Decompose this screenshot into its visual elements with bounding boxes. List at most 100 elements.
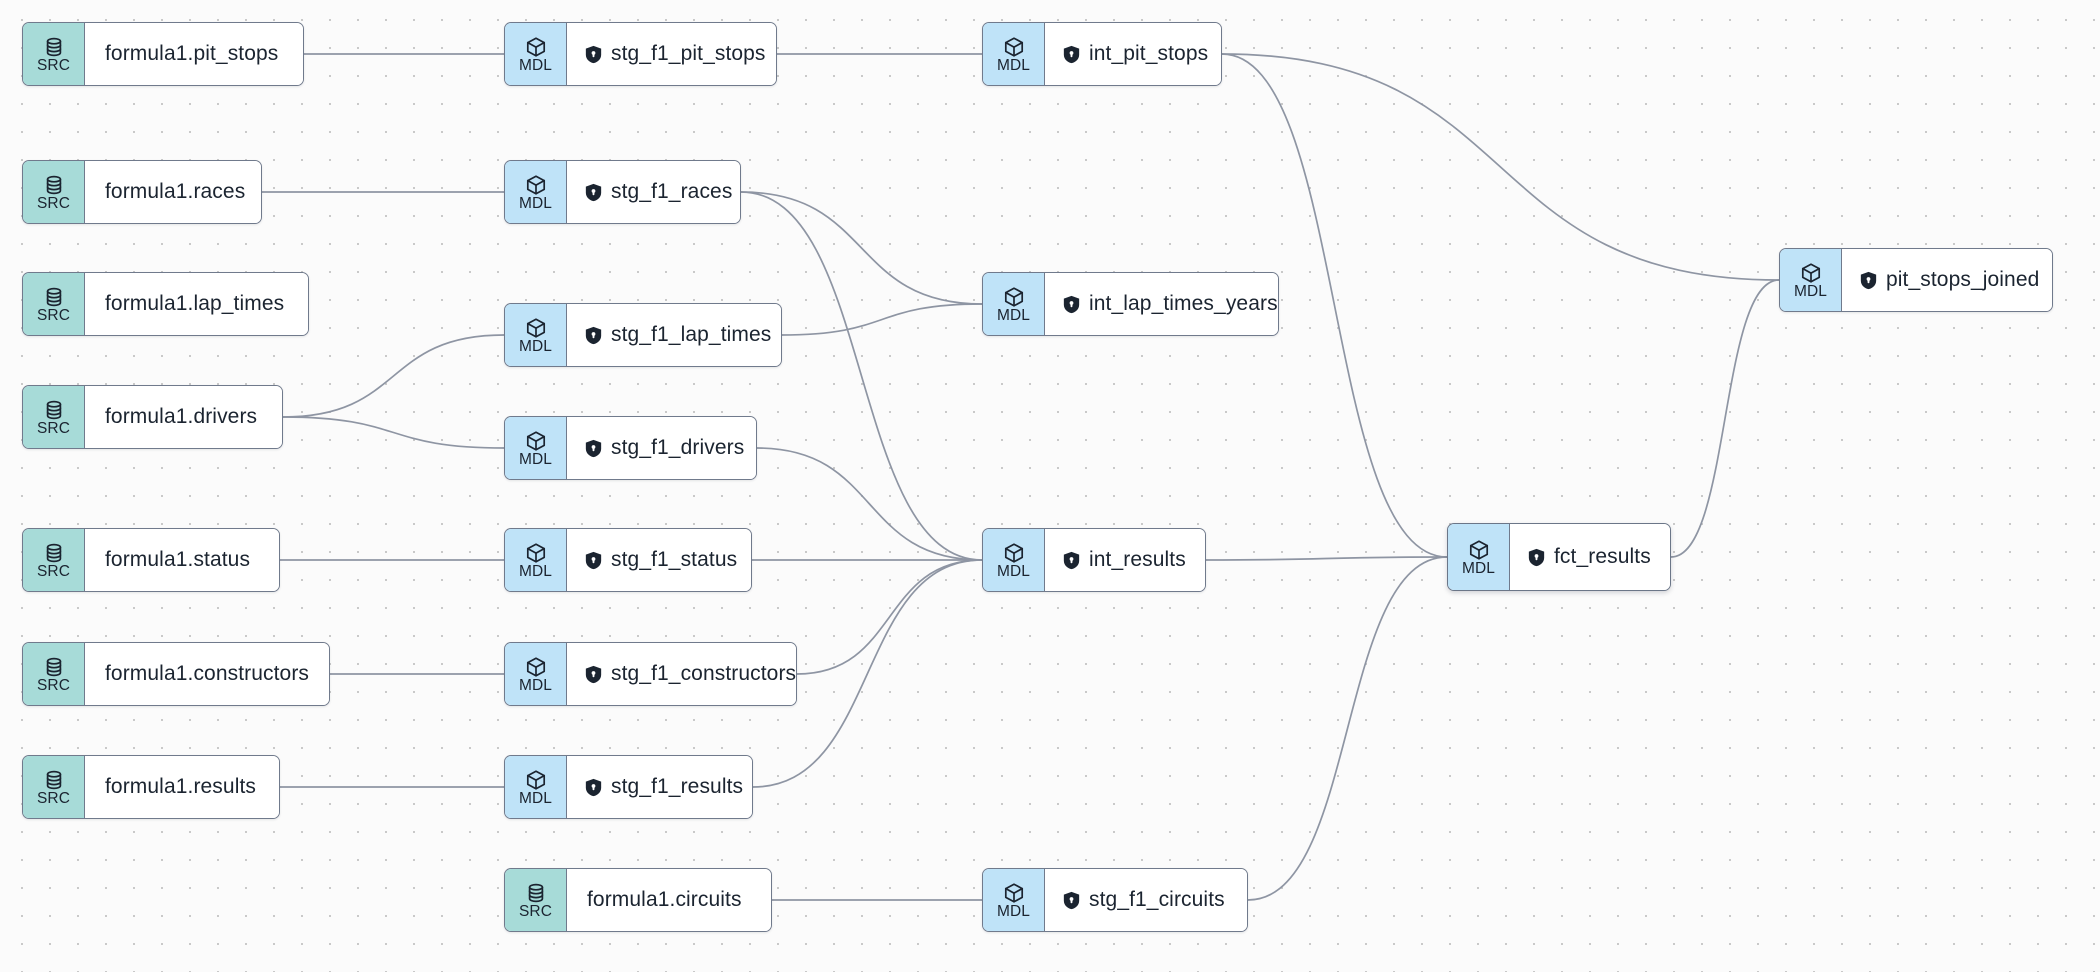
src-badge: SRC [23, 643, 85, 705]
badge-kind-label: MDL [518, 194, 553, 212]
node-label: stg_f1_constructors [611, 662, 797, 685]
mdl-badge: MDL [1448, 524, 1510, 590]
node-label: pit_stops_joined [1886, 268, 2040, 291]
database-cylinder-icon [42, 35, 66, 58]
shield-lock-icon [1528, 548, 1545, 567]
shield-lock-icon [585, 45, 602, 64]
node-body: pit_stops_joined [1842, 249, 2052, 311]
node-label: int_results [1089, 548, 1186, 571]
node-body: stg_f1_races [567, 161, 740, 223]
src-badge: SRC [23, 273, 85, 335]
graph-node-src_drivers[interactable]: SRC formula1.drivers [22, 385, 283, 449]
badge-kind-label: MDL [996, 306, 1031, 324]
node-body: stg_f1_status [567, 529, 751, 591]
graph-node-stg_results[interactable]: MDL stg_f1_results [504, 755, 753, 819]
badge-kind-label: SRC [518, 902, 553, 920]
badge-kind-label: SRC [36, 676, 71, 694]
mdl-badge: MDL [983, 529, 1045, 591]
badge-kind-label: MDL [1461, 559, 1496, 577]
node-body: stg_f1_pit_stops [567, 23, 776, 85]
graph-node-stg_pit_stops[interactable]: MDL stg_f1_pit_stops [504, 22, 777, 86]
database-cylinder-icon [42, 655, 66, 678]
graph-node-int_results[interactable]: MDL int_results [982, 528, 1206, 592]
shield-lock-icon [1063, 891, 1080, 910]
cube-icon [524, 429, 548, 452]
badge-kind-label: SRC [36, 306, 71, 324]
database-cylinder-icon [42, 768, 66, 791]
database-cylinder-icon [42, 398, 66, 421]
src-badge: SRC [23, 756, 85, 818]
shield-lock-icon [585, 183, 602, 202]
shield-lock-icon [1063, 295, 1080, 314]
badge-kind-label: MDL [996, 562, 1031, 580]
shield-lock-icon [585, 665, 602, 684]
node-label: formula1.constructors [105, 662, 310, 685]
node-label: fct_results [1554, 545, 1651, 568]
graph-node-int_lap_times_years[interactable]: MDL int_lap_times_years [982, 272, 1279, 336]
mdl-badge: MDL [983, 273, 1045, 335]
node-body: formula1.lap_times [85, 273, 308, 335]
mdl-badge: MDL [505, 23, 567, 85]
graph-node-fct_results[interactable]: MDL fct_results [1447, 523, 1671, 591]
graph-node-src_circuits[interactable]: SRC formula1.circuits [504, 868, 772, 932]
badge-kind-label: MDL [518, 789, 553, 807]
cube-icon [524, 35, 548, 58]
cube-icon [1002, 285, 1026, 308]
mdl-badge: MDL [505, 529, 567, 591]
node-body: int_results [1045, 529, 1205, 591]
edge-int_pit_stops-to-pit_stops_joined [1221, 53, 1780, 281]
graph-node-stg_races[interactable]: MDL stg_f1_races [504, 160, 741, 224]
node-label: formula1.drivers [105, 405, 258, 428]
cube-icon [1467, 538, 1491, 561]
mdl-badge: MDL [505, 161, 567, 223]
node-body: formula1.circuits [567, 869, 771, 931]
graph-node-src_constructors[interactable]: SRC formula1.constructors [22, 642, 330, 706]
src-badge: SRC [23, 23, 85, 85]
node-body: formula1.constructors [85, 643, 329, 705]
badge-kind-label: MDL [518, 450, 553, 468]
badge-kind-label: MDL [1793, 282, 1828, 300]
edge-int_results-to-fct_results [1205, 556, 1448, 561]
badge-kind-label: SRC [36, 56, 71, 74]
node-label: stg_f1_pit_stops [611, 42, 766, 65]
edge-stg_drivers-to-int_results [756, 447, 983, 561]
graph-node-src_races[interactable]: SRC formula1.races [22, 160, 262, 224]
database-cylinder-icon [42, 285, 66, 308]
node-body: stg_f1_lap_times [567, 304, 781, 366]
badge-kind-label: MDL [518, 56, 553, 74]
mdl-badge: MDL [505, 304, 567, 366]
cube-icon [1002, 881, 1026, 904]
node-body: formula1.races [85, 161, 261, 223]
node-label: stg_f1_drivers [611, 436, 745, 459]
database-cylinder-icon [524, 881, 548, 904]
cube-icon [524, 173, 548, 196]
shield-lock-icon [585, 326, 602, 345]
badge-kind-label: MDL [996, 902, 1031, 920]
node-label: int_lap_times_years [1089, 292, 1278, 315]
badge-kind-label: SRC [36, 419, 71, 437]
node-body: formula1.status [85, 529, 279, 591]
src-badge: SRC [23, 161, 85, 223]
graph-node-stg_drivers[interactable]: MDL stg_f1_drivers [504, 416, 757, 480]
node-label: stg_f1_results [611, 775, 744, 798]
badge-kind-label: SRC [36, 194, 71, 212]
graph-node-pit_stops_joined[interactable]: MDL pit_stops_joined [1779, 248, 2053, 312]
mdl-badge: MDL [505, 756, 567, 818]
shield-lock-icon [585, 551, 602, 570]
cube-icon [524, 768, 548, 791]
mdl-badge: MDL [1780, 249, 1842, 311]
edge-stg_races-to-int_lap_times_years [740, 191, 983, 305]
graph-node-src_lap_times[interactable]: SRC formula1.lap_times [22, 272, 309, 336]
node-label: formula1.races [105, 180, 246, 203]
edge-stg_races-to-int_results [740, 191, 983, 561]
